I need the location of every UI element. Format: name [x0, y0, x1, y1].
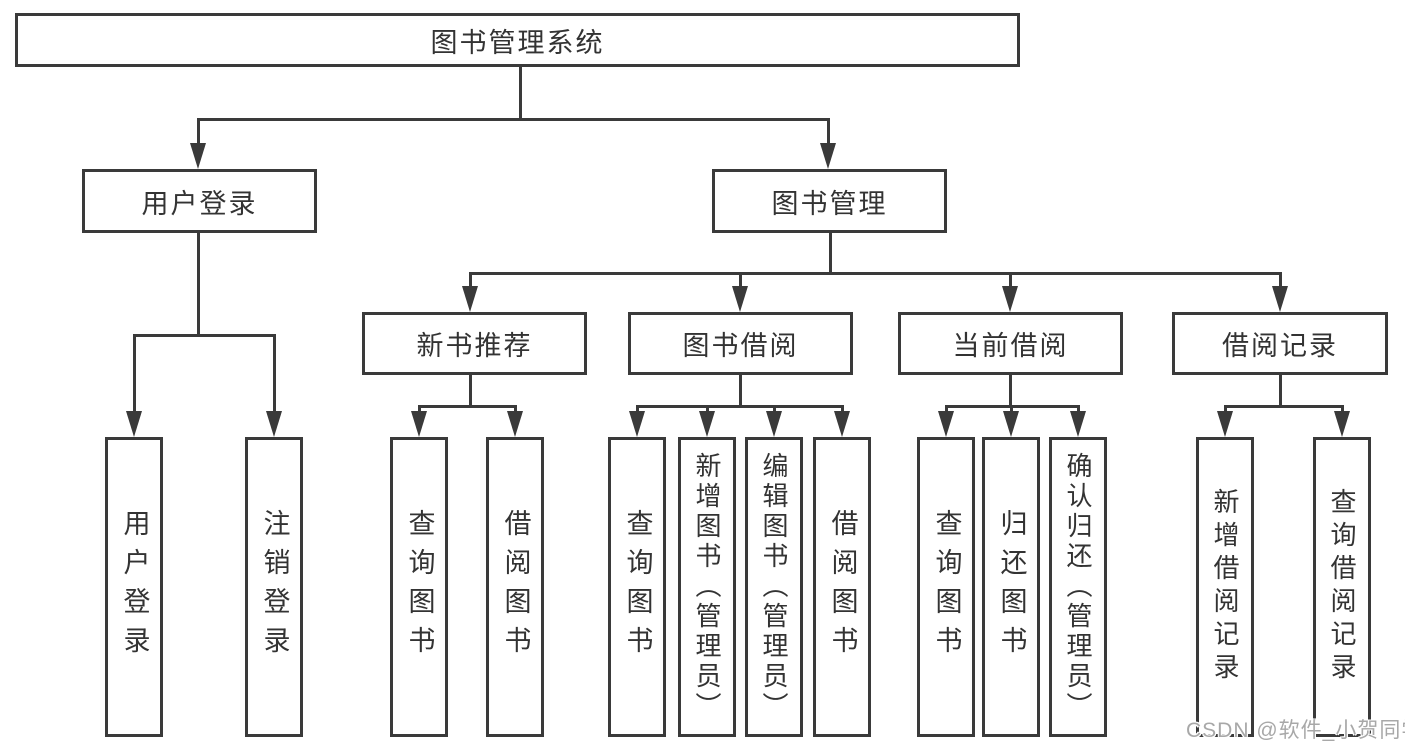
leaf-user-login: 用户登录 [105, 437, 163, 737]
node-borrowing-records: 借阅记录 [1172, 312, 1388, 375]
node-label: 图书借阅 [682, 331, 799, 361]
node-label: 查询图书 [404, 509, 435, 665]
leaf-edit-books-admin: 编辑图书（管理员） [745, 437, 803, 737]
leaf-add-borrow-record: 新增借阅记录 [1196, 437, 1254, 737]
arrowhead-down [1217, 411, 1233, 437]
leaf-query-books-borrowing: 查询图书 [608, 437, 666, 737]
node-label: 用户登录 [119, 509, 150, 665]
arrowhead-down [126, 411, 142, 437]
connector-line [1279, 272, 1282, 288]
connector-line [841, 405, 844, 413]
arrowhead-down [699, 411, 715, 437]
leaf-borrow-books-recommend: 借阅图书 [486, 437, 544, 737]
connector-line [197, 118, 830, 121]
leaf-query-borrow-record: 查询借阅记录 [1313, 437, 1371, 737]
arrowhead-down [411, 411, 427, 437]
csdn-watermark: CSDN @软件_小贺同学 [1186, 719, 1405, 742]
connector-line [1224, 405, 1344, 408]
node-label: 当前借阅 [952, 331, 1069, 361]
connector-line [1009, 375, 1012, 407]
node-label: 借阅图书 [827, 509, 858, 665]
node-book-management: 图书管理 [712, 169, 947, 233]
leaf-query-books-recommend: 查询图书 [390, 437, 448, 737]
arrowhead-down [820, 143, 836, 169]
connector-line [1224, 405, 1227, 413]
connector-line [469, 272, 1281, 275]
node-current-borrowing: 当前借阅 [898, 312, 1123, 375]
arrowhead-down [732, 286, 748, 312]
connector-line [739, 272, 742, 288]
node-user-login: 用户登录 [82, 169, 317, 233]
node-label: 借阅记录 [1222, 331, 1338, 361]
connector-line [636, 405, 844, 408]
connector-line [519, 67, 522, 121]
connector-line [418, 405, 421, 413]
arrowhead-down [629, 411, 645, 437]
connector-line [1009, 272, 1012, 288]
connector-line [1341, 405, 1344, 413]
arrowhead-down [766, 411, 782, 437]
arrowhead-down [1272, 286, 1288, 312]
arrowhead-down [938, 411, 954, 437]
node-label: 注销登录 [259, 509, 290, 665]
leaf-borrow-books: 借阅图书 [813, 437, 871, 737]
node-label: 新增图书（管理员） [692, 452, 722, 722]
node-label: 查询图书 [931, 509, 962, 665]
connector-line [273, 334, 276, 412]
leaf-query-books-current: 查询图书 [917, 437, 975, 737]
connector-line [1279, 375, 1282, 407]
node-label: 借阅图书 [500, 509, 531, 665]
connector-line [197, 233, 200, 337]
connector-line [133, 334, 275, 337]
connector-line [469, 272, 472, 288]
connector-line [827, 118, 830, 146]
arrowhead-down [1003, 411, 1019, 437]
connector-line [706, 405, 709, 413]
node-label: 查询图书 [622, 509, 653, 665]
node-label: 归还图书 [996, 509, 1027, 665]
node-root-library-system: 图书管理系统 [15, 13, 1020, 67]
connector-line [1010, 405, 1013, 413]
node-book-borrowing: 图书借阅 [628, 312, 853, 375]
connector-line [739, 375, 742, 407]
arrowhead-down [266, 411, 282, 437]
node-new-book-recommendation: 新书推荐 [362, 312, 587, 375]
leaf-add-books-admin: 新增图书（管理员） [678, 437, 736, 737]
arrowhead-down [1002, 286, 1018, 312]
connector-line [773, 405, 776, 413]
arrowhead-down [190, 143, 206, 169]
leaf-logout: 注销登录 [245, 437, 303, 737]
connector-line [418, 405, 517, 408]
node-label: 图书管理 [771, 188, 888, 219]
connector-line [829, 233, 832, 274]
node-label: 编辑图书（管理员） [759, 452, 789, 722]
arrowhead-down [1070, 411, 1086, 437]
connector-line [1077, 405, 1080, 413]
node-label: 确认归还（管理员） [1063, 452, 1093, 722]
node-label: 查询借阅记录 [1327, 488, 1357, 686]
node-label: 用户登录 [141, 188, 258, 219]
connector-line [945, 405, 948, 413]
arrowhead-down [834, 411, 850, 437]
node-label: 图书管理系统 [430, 27, 605, 58]
leaf-return-books: 归还图书 [982, 437, 1040, 737]
connector-line [469, 375, 472, 407]
node-label: 新书推荐 [416, 331, 533, 361]
connector-line [636, 405, 639, 413]
connector-line [133, 334, 136, 412]
node-label: 新增借阅记录 [1210, 488, 1240, 686]
connector-line [514, 405, 517, 413]
arrowhead-down [462, 286, 478, 312]
arrowhead-down [1334, 411, 1350, 437]
connector-line [197, 118, 200, 146]
leaf-confirm-return-admin: 确认归还（管理员） [1049, 437, 1107, 737]
arrowhead-down [507, 411, 523, 437]
